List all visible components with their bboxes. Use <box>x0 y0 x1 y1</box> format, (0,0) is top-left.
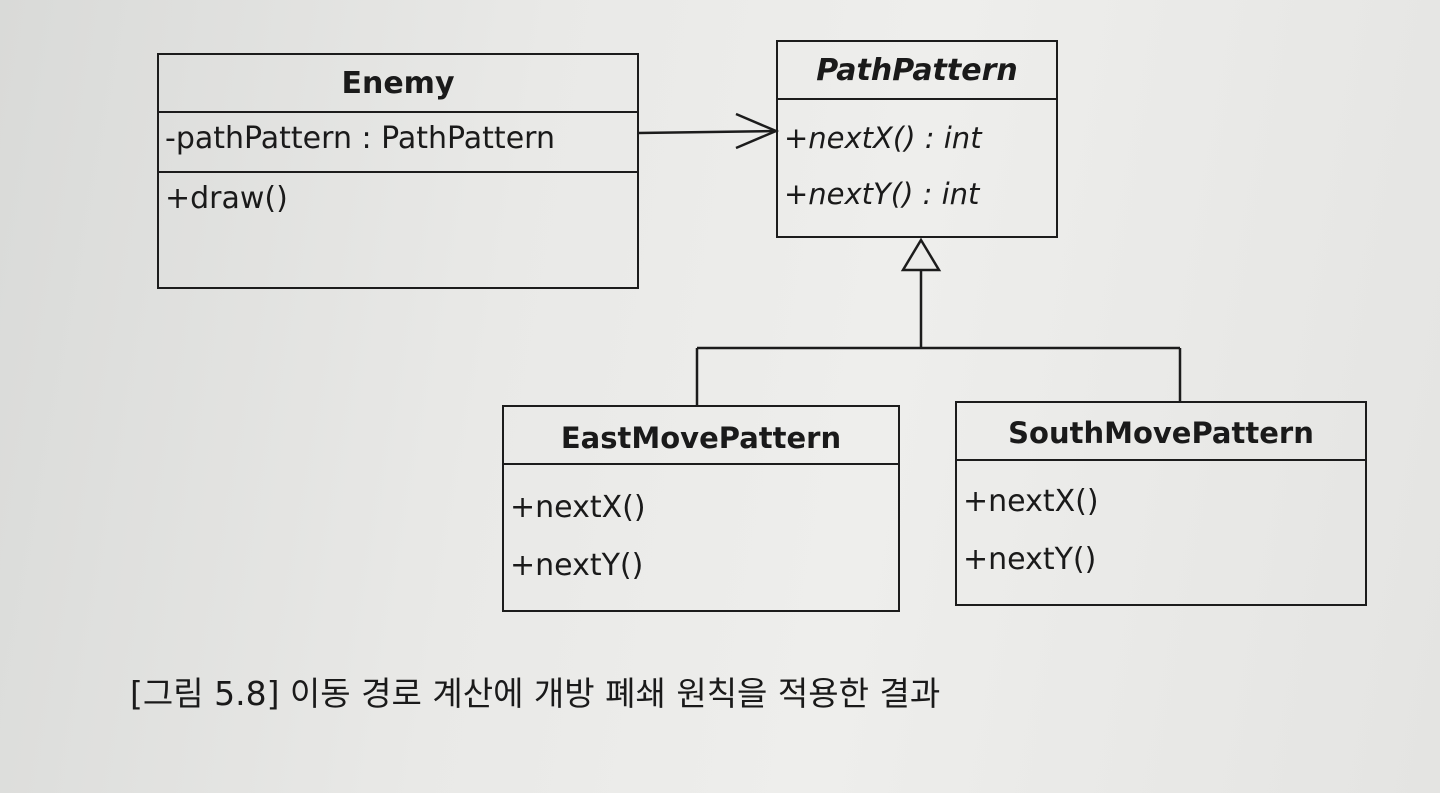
operation-nextx: +nextX() <box>510 490 646 525</box>
class-eastmovepattern: EastMovePattern +nextX() +nextY() <box>502 405 900 612</box>
operation-draw: +draw() <box>165 181 288 216</box>
class-enemy-name: Enemy <box>159 55 637 113</box>
class-southmovepattern-name: SouthMovePattern <box>957 403 1365 461</box>
class-enemy: Enemy -pathPattern : PathPattern +draw() <box>157 53 639 289</box>
operation-nexty-int: +nextY() : int <box>784 177 980 211</box>
class-eastmovepattern-operations: +nextX() +nextY() <box>504 465 898 595</box>
operation-nexty: +nextY() <box>510 548 644 583</box>
operation-nextx: +nextX() <box>963 484 1099 519</box>
generalization-triangle <box>900 237 942 272</box>
class-enemy-operations: +draw() <box>159 173 637 216</box>
class-pathpattern-operations: +nextX() : int +nextY() : int <box>778 100 1056 222</box>
class-southmovepattern: SouthMovePattern +nextX() +nextY() <box>955 401 1367 606</box>
class-enemy-attributes: -pathPattern : PathPattern <box>159 113 637 173</box>
operation-nextx-int: +nextX() : int <box>784 121 982 155</box>
class-eastmovepattern-name: EastMovePattern <box>504 407 898 465</box>
operation-nexty: +nextY() <box>963 542 1097 577</box>
class-pathpattern: PathPattern +nextX() : int +nextY() : in… <box>776 40 1058 238</box>
class-southmovepattern-operations: +nextX() +nextY() <box>957 461 1365 589</box>
association-line <box>637 129 777 135</box>
class-pathpattern-name: PathPattern <box>778 42 1056 100</box>
attribute-path-pattern: -pathPattern : PathPattern <box>165 121 555 156</box>
figure-caption: [그림 5.8] 이동 경로 계산에 개방 폐쇄 원칙을 적용한 결과 <box>130 674 941 713</box>
